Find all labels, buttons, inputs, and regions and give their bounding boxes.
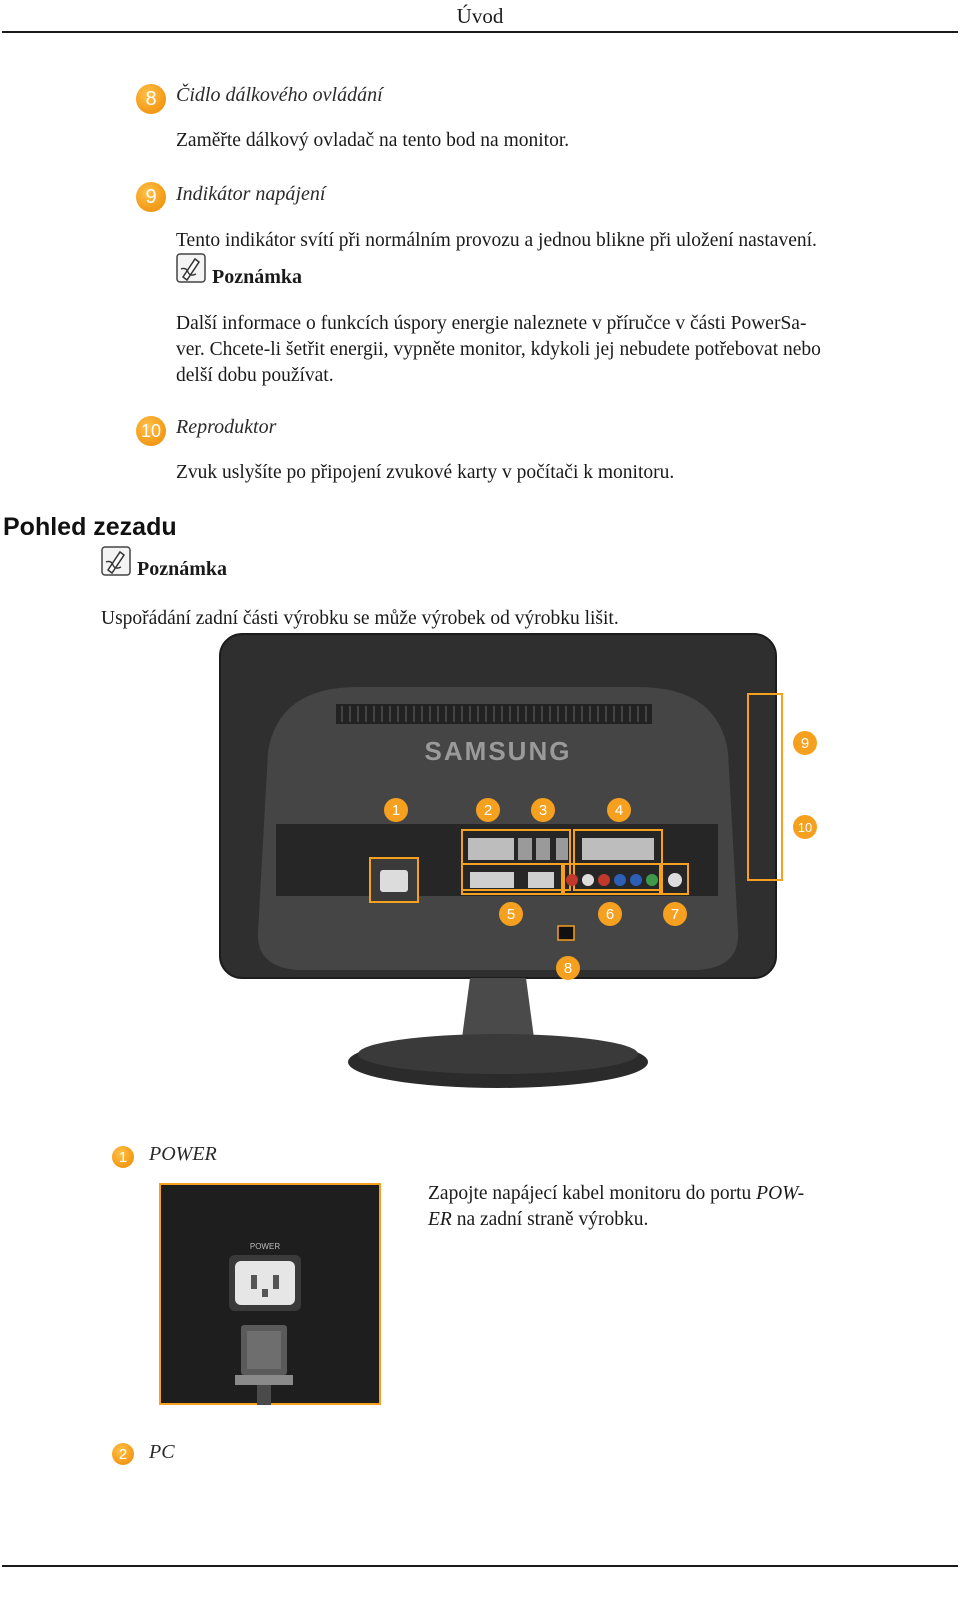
- callout-badge-10: 10: [136, 416, 166, 446]
- power-port-label: POWER: [250, 1242, 280, 1251]
- power-port-name: POW-: [756, 1183, 805, 1204]
- callout-10: 10: [798, 820, 812, 835]
- section-title: Pohled zezadu: [3, 513, 177, 541]
- callout-1: 1: [392, 802, 400, 819]
- note-text-line: ver. Chcete-li šetřit energii, vypněte m…: [176, 339, 821, 360]
- note-text: Další informace o funkcích úspory energi…: [176, 311, 866, 389]
- item-title-10: Reproduktor: [176, 416, 277, 438]
- power-description-text: na zadní straně výrobku.: [451, 1209, 649, 1230]
- callout-3: 3: [539, 802, 547, 819]
- callout-5: 5: [507, 906, 515, 923]
- power-description-line: ER na zadní straně výrobku.: [428, 1207, 848, 1233]
- page-header-title: Úvod: [456, 4, 504, 28]
- callout-7: 7: [671, 906, 679, 923]
- note-icon: [101, 546, 131, 576]
- note-label: Poznámka: [212, 266, 302, 288]
- callout-6: 6: [606, 906, 614, 923]
- power-description: Zapojte napájecí kabel monitoru do portu…: [428, 1181, 848, 1233]
- callout-badge-8: 8: [136, 84, 166, 114]
- callout-9: 9: [801, 735, 809, 752]
- item-text-9: Tento indikátor svítí při normálním prov…: [176, 230, 817, 251]
- power-port-name: ER: [428, 1209, 452, 1230]
- header-rule: [2, 31, 958, 33]
- note-text-line: delší dobu používat.: [176, 365, 334, 386]
- power-description-line: Zapojte napájecí kabel monitoru do portu…: [428, 1181, 848, 1207]
- power-title: POWER: [149, 1143, 217, 1165]
- note-label: Poznámka: [137, 558, 227, 580]
- note-icon: [176, 253, 206, 283]
- monitor-rear-illustration: SAMSUNG 1 2 3 4 5 6 7 8 9 10: [219, 633, 817, 1088]
- callout-8: 8: [564, 960, 572, 977]
- note-text: Uspořádání zadní části výrobku se může v…: [101, 608, 619, 629]
- footer-rule: [2, 1565, 958, 1567]
- callout-badge-power: 1: [112, 1146, 134, 1168]
- item-text-8: Zaměřte dálkový ovladač na tento bod na …: [176, 130, 570, 151]
- pc-title: PC: [149, 1441, 175, 1463]
- item-title-8: Čidlo dálkového ovládání: [176, 84, 383, 106]
- callout-2: 2: [484, 802, 492, 819]
- callout-4: 4: [615, 802, 623, 819]
- item-title-9: Indikátor napájení: [176, 183, 326, 205]
- power-description-text: Zapojte napájecí kabel monitoru do portu: [428, 1183, 757, 1204]
- item-text-10: Zvuk uslyšíte po připojení zvukové karty…: [176, 462, 675, 483]
- note-text-line: Další informace o funkcích úspory energi…: [176, 313, 807, 334]
- power-port-photo: POWER: [159, 1183, 381, 1405]
- brand-logo: SAMSUNG: [425, 736, 572, 766]
- callout-badge-pc: 2: [112, 1443, 134, 1465]
- callout-badge-9: 9: [136, 182, 166, 212]
